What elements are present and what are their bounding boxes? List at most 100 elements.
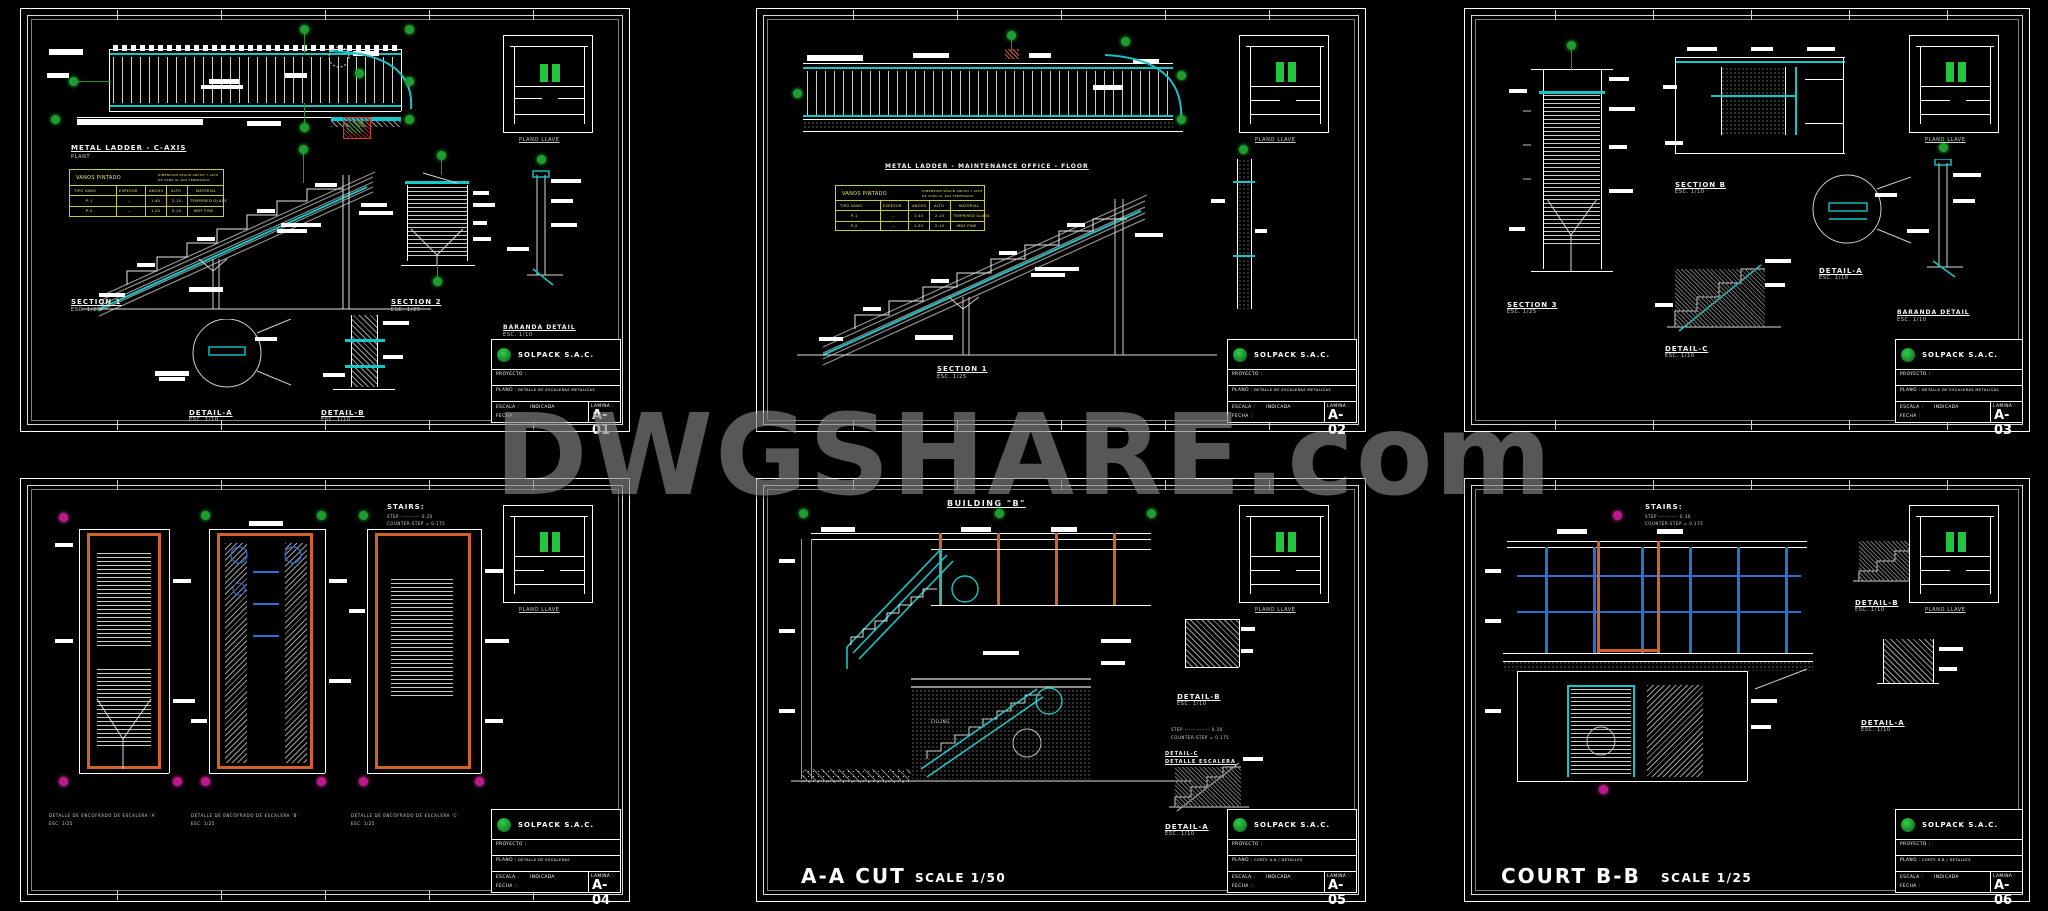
glazing-schedule-table[interactable]: VANOS PINTADO DIMENSION SEGUN ANCHO Y AL… bbox=[835, 185, 989, 231]
grid-bubble[interactable] bbox=[405, 77, 414, 86]
schedule-cell: 1.40 bbox=[914, 214, 924, 218]
drawing-sheet-6[interactable]: STAIRS: STEP ---------- 0.30 COUNTER-STE… bbox=[1464, 478, 2030, 908]
drawing-title: CORTE B-B / DETALLES bbox=[1922, 858, 1971, 862]
grid-bubble[interactable] bbox=[1613, 511, 1622, 520]
section-3-view bbox=[1509, 41, 1643, 299]
grid-bubble[interactable] bbox=[317, 511, 326, 520]
grid-bubble[interactable] bbox=[793, 89, 802, 98]
view-subtitle-detail-a: ESC. 1/10 bbox=[189, 417, 219, 423]
grid-bubble[interactable] bbox=[1939, 143, 1948, 152]
drawing-sheet-1[interactable]: METAL LADDER - C-AXIS PLANT VANOS PINTAD… bbox=[20, 8, 630, 438]
grid-bubble[interactable] bbox=[437, 151, 446, 160]
key-plan-box[interactable] bbox=[1909, 35, 1999, 133]
sheet-tick-row-top bbox=[21, 480, 629, 490]
schedule-cell: P-1 bbox=[851, 214, 858, 218]
key-plan-highlight bbox=[1946, 62, 1954, 82]
view-title-key: PLANO LLAVE bbox=[1925, 607, 1966, 613]
key-plan-box[interactable] bbox=[1909, 505, 1999, 603]
grid-bubble[interactable] bbox=[1599, 785, 1608, 794]
grid-bubble[interactable] bbox=[51, 115, 60, 124]
grid-bubble[interactable] bbox=[537, 155, 546, 164]
key-plan-highlight bbox=[1288, 62, 1296, 82]
key-plan-highlight bbox=[1958, 532, 1966, 552]
grid-bubble[interactable] bbox=[173, 777, 182, 786]
view-title-detail-a: DETAIL-A bbox=[1861, 719, 1905, 727]
grid-bubble[interactable] bbox=[299, 145, 308, 154]
schedule-header-3: ALTO bbox=[171, 189, 182, 193]
company-logo-icon bbox=[1233, 818, 1247, 832]
view-subtitle-detail-b: ESC. 1/10 bbox=[1855, 607, 1885, 613]
title-block[interactable]: SOLPACK S.A.C. PROYECTO : PLANO : DETALL… bbox=[1227, 339, 1357, 438]
drawing-sheet-3[interactable]: SECTION 3 ESC. 1/25 SECTION B ESC. 1/10 bbox=[1464, 8, 2030, 438]
drawing-sheet-4[interactable]: DETALLE DE ENCOFRADO DE ESCALERA 'A' ESC… bbox=[20, 478, 630, 908]
title-block[interactable]: SOLPACK S.A.C. PROYECTO : PLANO : DETALL… bbox=[491, 809, 621, 908]
key-plan-box[interactable] bbox=[1239, 505, 1329, 603]
key-plan-highlight bbox=[1288, 532, 1296, 552]
schedule-cell: 2.10 bbox=[935, 224, 945, 228]
grid-bubble[interactable] bbox=[405, 25, 414, 34]
title-block[interactable]: SOLPACK S.A.C. PROYECTO : PLANO : DETALL… bbox=[491, 339, 621, 438]
grid-bubble[interactable] bbox=[1007, 31, 1016, 40]
title-block[interactable]: SOLPACK S.A.C. PROYECTO : PLANO : CORTE … bbox=[1227, 809, 1357, 908]
grid-bubble[interactable] bbox=[355, 69, 364, 78]
main-caption-scale: SCALE 1/25 bbox=[1661, 871, 1753, 885]
grid-bubble[interactable] bbox=[317, 777, 326, 786]
schedule-cell: 1.20 bbox=[151, 209, 161, 213]
key-plan-box[interactable] bbox=[503, 35, 593, 133]
drawing-sheet-5[interactable]: BUILDING "B" bbox=[756, 478, 1366, 908]
grid-bubble[interactable] bbox=[475, 777, 484, 786]
grid-bubble[interactable] bbox=[300, 25, 309, 34]
grid-bubble[interactable] bbox=[1177, 71, 1186, 80]
schedule-cell: -- bbox=[892, 214, 896, 218]
drawing-sheet-2[interactable]: METAL LADDER - MAINTENANCE OFFICE - FLOO… bbox=[756, 8, 1366, 438]
schedule-header-4: MATERIAL bbox=[196, 189, 217, 193]
grid-bubble[interactable] bbox=[799, 509, 808, 518]
company-logo-icon bbox=[1233, 348, 1247, 362]
date-label: FECHA : bbox=[1900, 884, 1921, 889]
grid-bubble[interactable] bbox=[69, 77, 78, 86]
project-label: PROYECTO : bbox=[496, 842, 527, 847]
stairs-note-line: COUNTER-STEP = 0.175 bbox=[1645, 521, 1704, 526]
project-label: PROYECTO : bbox=[1900, 372, 1931, 377]
sheet-tick-row-top bbox=[1465, 10, 2029, 20]
sheet-tick-row-bottom bbox=[21, 420, 629, 430]
stairs-note-heading: STAIRS: bbox=[387, 503, 425, 511]
main-caption-title: A-A CUT bbox=[801, 864, 906, 888]
stairs-note: STAIRS: STEP ---------- 0.25 COUNTER-STE… bbox=[387, 503, 507, 533]
grid-bubble[interactable] bbox=[201, 777, 210, 786]
grid-bubble[interactable] bbox=[59, 513, 68, 522]
view-subtitle-detail-c: ESC. 1/10 bbox=[1665, 353, 1695, 359]
key-plan-highlight bbox=[552, 532, 560, 552]
scale-value: INDICADA bbox=[1266, 875, 1291, 880]
grid-bubble[interactable] bbox=[1239, 145, 1248, 154]
company-name: SOLPACK S.A.C. bbox=[1254, 351, 1331, 359]
grid-bubble[interactable] bbox=[1121, 37, 1130, 46]
grid-bubble[interactable] bbox=[359, 511, 368, 520]
key-plan-box[interactable] bbox=[503, 505, 593, 603]
view-title-section1: SECTION 1 bbox=[937, 365, 988, 373]
grid-bubble[interactable] bbox=[405, 115, 414, 124]
main-caption-scale: SCALE 1/50 bbox=[915, 871, 1007, 885]
grid-bubble[interactable] bbox=[1567, 41, 1576, 50]
scale-label: ESCALA : bbox=[1900, 875, 1924, 880]
grid-bubble[interactable] bbox=[995, 509, 1004, 518]
scale-value: INDICADA bbox=[1934, 405, 1959, 410]
grid-bubble[interactable] bbox=[1147, 509, 1156, 518]
grid-bubble[interactable] bbox=[433, 277, 442, 286]
grid-bubble[interactable] bbox=[59, 777, 68, 786]
view-subtitle-baranda: ESC. 1/10 bbox=[1897, 317, 1927, 323]
scale-value: INDICADA bbox=[1934, 875, 1959, 880]
glazing-schedule-table[interactable]: VANOS PINTADO DIMENSION SEGUN ANCHO Y AL… bbox=[69, 169, 226, 217]
title-block[interactable]: SOLPACK S.A.C. PROYECTO : PLANO : DETALL… bbox=[1895, 339, 2023, 438]
schedule-cell: MDF PINE bbox=[957, 224, 977, 228]
grid-bubble[interactable] bbox=[1177, 115, 1186, 124]
grid-bubble[interactable] bbox=[359, 777, 368, 786]
key-plan-box[interactable] bbox=[1239, 35, 1329, 133]
grid-bubble[interactable] bbox=[201, 511, 210, 520]
stairs-note-heading: STAIRS: bbox=[1645, 503, 1683, 511]
grid-bubble[interactable] bbox=[300, 123, 309, 132]
view-subtitle-plan: PLANT bbox=[71, 154, 91, 160]
company-logo-icon bbox=[497, 818, 511, 832]
title-block[interactable]: SOLPACK S.A.C. PROYECTO : PLANO : CORTE … bbox=[1895, 809, 2023, 908]
sheet-border-inner bbox=[1471, 485, 2023, 895]
